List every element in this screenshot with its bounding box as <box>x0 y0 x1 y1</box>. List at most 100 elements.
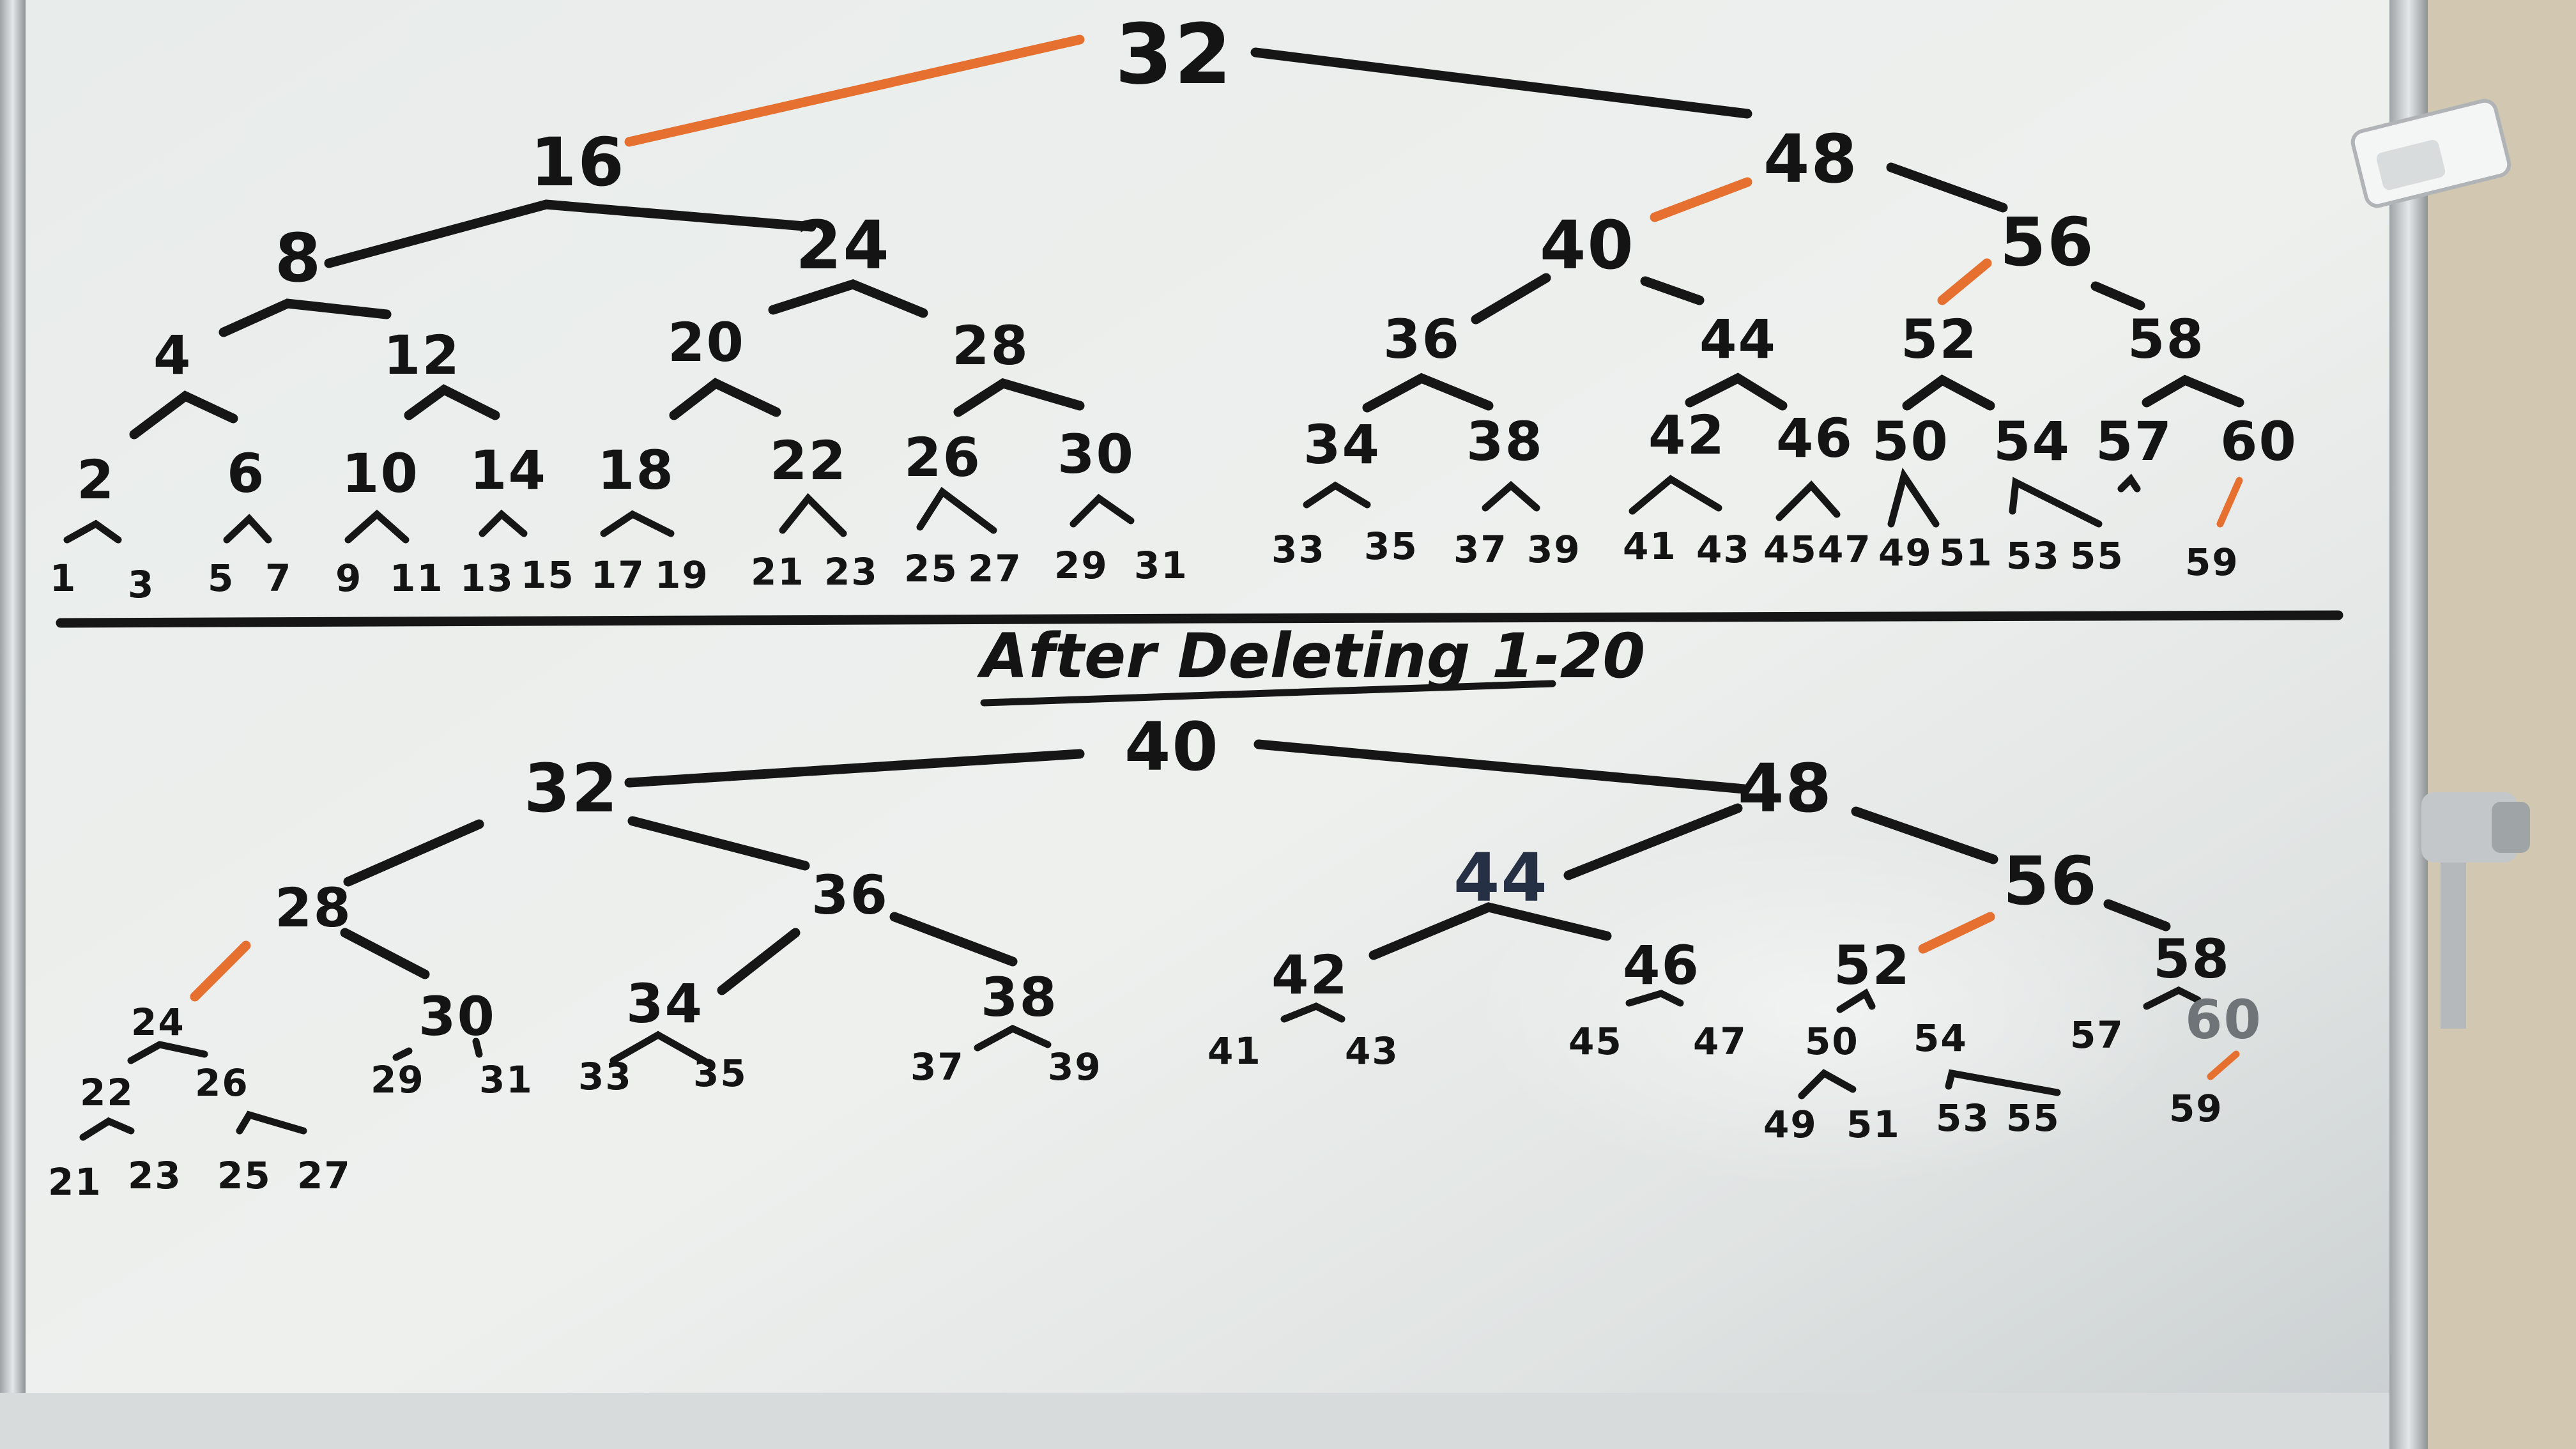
node-35-after: 35 <box>693 1052 747 1095</box>
node-29-after: 29 <box>371 1058 425 1101</box>
leaf-41: 41 <box>1623 525 1677 568</box>
leaf-51: 51 <box>1939 531 1993 574</box>
leaf-7: 7 <box>265 556 292 600</box>
leaf-21: 21 <box>751 550 805 594</box>
node-42-after: 42 <box>1271 944 1349 1006</box>
node-41-after: 41 <box>1208 1029 1262 1073</box>
node-56-before: 56 <box>2000 203 2095 281</box>
leaf-27-after: 27 <box>297 1154 351 1197</box>
node-43-after: 43 <box>1345 1029 1399 1073</box>
node-58-after: 58 <box>2153 928 2230 990</box>
node-32-after: 32 <box>524 749 619 827</box>
node-12-before: 12 <box>383 324 461 387</box>
node-52-before: 52 <box>1901 308 1978 371</box>
node-8-before: 8 <box>275 219 322 297</box>
node-57-before: 57 <box>2096 410 2173 473</box>
node-4-before: 4 <box>153 324 192 387</box>
node-50-before: 50 <box>1872 410 1949 473</box>
node-26-after: 26 <box>195 1061 249 1105</box>
leaf-19: 19 <box>655 553 709 597</box>
leaf-23: 23 <box>824 550 878 594</box>
caption-after-deleting: After Deleting 1-20 <box>976 620 1645 692</box>
node-30-before: 30 <box>1057 423 1135 486</box>
node-50-after: 50 <box>1805 1020 1859 1063</box>
leaf-47: 47 <box>1818 528 1872 571</box>
node-28-before: 28 <box>952 314 1029 377</box>
board-glare <box>1214 703 2236 1214</box>
leaf-11: 11 <box>390 556 444 600</box>
node-16-before: 16 <box>530 123 625 201</box>
node-14-before: 14 <box>470 439 547 502</box>
after-leaf-row: 21 23 25 27 49 51 53 55 59 <box>48 1087 2222 1204</box>
node-42-before: 42 <box>1648 404 1726 466</box>
node-54-before: 54 <box>1993 410 2071 473</box>
leaf-53-after: 53 <box>1936 1096 1990 1140</box>
leaf-9: 9 <box>335 556 362 600</box>
node-46-before: 46 <box>1776 407 1853 470</box>
tree-after-edges <box>79 739 2240 1141</box>
node-52-after: 52 <box>1834 934 1911 997</box>
node-22-before: 22 <box>770 429 847 492</box>
node-58-before: 58 <box>2128 308 2205 371</box>
tree-after-nodes: 40 32 48 28 36 44 56 24 30 34 38 42 46 5… <box>48 708 2262 1204</box>
caption-underline <box>980 680 1556 707</box>
leaf-3: 3 <box>128 563 155 606</box>
node-20-before: 20 <box>668 311 745 374</box>
node-44-before: 44 <box>1699 308 1777 371</box>
node-26-before: 26 <box>904 426 981 489</box>
after-level4-row: 22 26 29 31 33 35 37 39 41 43 45 47 50 5… <box>80 988 2262 1114</box>
leaf-59: 59 <box>2185 540 2239 584</box>
leaf-51-after: 51 <box>1846 1103 1901 1146</box>
node-47-after: 47 <box>1693 1020 1747 1063</box>
leaf-37: 37 <box>1453 528 1508 571</box>
frame-clip-icon <box>2350 98 2511 208</box>
node-32-before: 32 <box>1115 6 1233 103</box>
leaf-55: 55 <box>2070 534 2124 578</box>
node-38-after: 38 <box>981 966 1058 1029</box>
node-18-before: 18 <box>597 439 675 502</box>
node-10-before: 10 <box>342 442 419 505</box>
leaf-55-after: 55 <box>2006 1096 2060 1140</box>
node-33-after: 33 <box>578 1055 632 1098</box>
node-40-after: 40 <box>1124 708 1220 786</box>
node-48-before: 48 <box>1763 120 1859 198</box>
leaf-33: 33 <box>1271 528 1326 571</box>
leaf-29: 29 <box>1054 544 1108 587</box>
leaf-49: 49 <box>1878 531 1933 574</box>
node-24-after: 24 <box>131 1000 185 1044</box>
node-60-after: 60 <box>2185 988 2262 1051</box>
node-28-after: 28 <box>275 877 352 939</box>
leaf-27: 27 <box>968 547 1022 590</box>
divider-line <box>56 610 2343 628</box>
node-38-before: 38 <box>1466 410 1544 473</box>
leaf-25-after: 25 <box>217 1154 272 1197</box>
node-34-before: 34 <box>1303 413 1381 476</box>
before-leaf-row: 1 3 5 7 9 11 13 15 17 19 21 23 25 27 29 … <box>50 525 2239 606</box>
leaf-5: 5 <box>208 556 234 600</box>
node-37-after: 37 <box>910 1045 965 1089</box>
node-24-before: 24 <box>795 206 891 284</box>
node-40-before: 40 <box>1540 206 1635 284</box>
caption-block: After Deleting 1-20 <box>976 620 1645 707</box>
leaf-25: 25 <box>904 547 958 590</box>
node-45-after: 45 <box>1568 1020 1623 1063</box>
tree-before-nodes: 32 16 48 8 24 40 56 4 12 20 28 36 44 52 … <box>50 6 2296 606</box>
leaf-23-after: 23 <box>128 1154 182 1197</box>
board-frame-bottom-shadow <box>0 1393 2389 1449</box>
node-54-after: 54 <box>1913 1016 1968 1060</box>
node-57-after: 57 <box>2070 1013 2124 1057</box>
after-level3-row: 24 30 34 38 42 46 52 58 <box>131 928 2230 1048</box>
node-31-after: 31 <box>479 1058 533 1101</box>
board-frame-right <box>2389 0 2428 1449</box>
node-36-before: 36 <box>1383 308 1460 371</box>
leaf-15: 15 <box>521 553 575 597</box>
leaf-13: 13 <box>460 556 514 600</box>
node-48-after: 48 <box>1738 749 1833 827</box>
node-6-before: 6 <box>227 442 265 505</box>
node-46-after: 46 <box>1623 934 1700 997</box>
node-56-after: 56 <box>2003 842 2098 920</box>
leaf-49-after: 49 <box>1763 1103 1818 1146</box>
node-30-after: 30 <box>418 985 496 1048</box>
before-level4-row: 2 6 10 14 18 22 26 30 34 38 42 46 50 54 … <box>77 404 2296 511</box>
